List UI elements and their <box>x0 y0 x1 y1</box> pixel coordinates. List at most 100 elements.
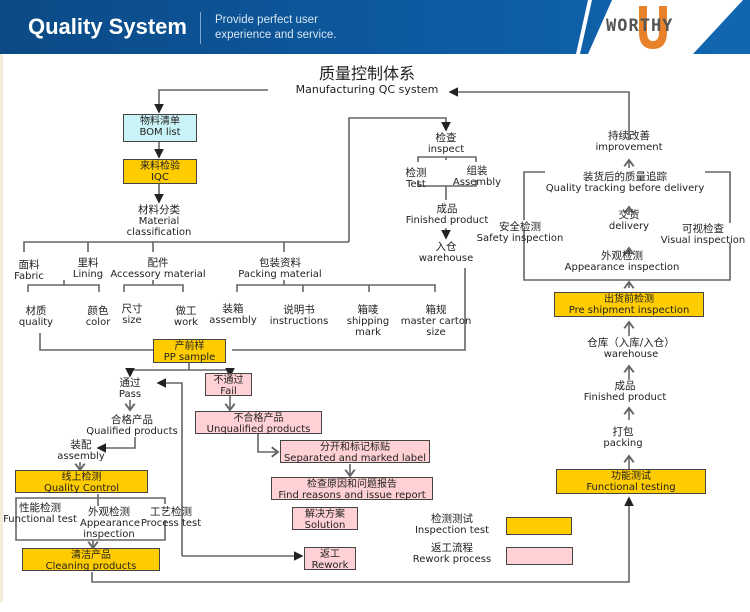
node-text: 装货后的质量追踪 <box>583 171 667 183</box>
node-text: Rework <box>311 560 349 571</box>
node-text: 检查原因和问题报告 <box>307 479 397 490</box>
node-text: shipping <box>346 316 390 327</box>
node-text: work <box>173 317 199 328</box>
line-improvement-title <box>448 87 630 140</box>
node-text: 成品 <box>436 203 458 215</box>
node-text: Pre shipment inspection <box>568 305 690 316</box>
node-text: Finished product <box>583 392 667 403</box>
node-text: Lining <box>72 269 104 280</box>
node-text: 检查 <box>435 132 457 144</box>
node-text: size <box>426 327 446 338</box>
node-text: Solution <box>304 520 346 531</box>
node-material-classification: 材料分类 Material classification <box>114 205 204 239</box>
node-text: 返工流程 <box>431 542 473 554</box>
node-text: 装配 <box>70 439 92 451</box>
node-text: improvement <box>595 142 663 153</box>
node-text: Unqualified products <box>206 424 311 435</box>
node-text: Fabric <box>14 271 44 282</box>
node-text: 面料 <box>18 259 40 271</box>
node-text: Functional test <box>3 514 77 525</box>
node-text: PP sample <box>163 352 216 363</box>
node-text: Rework process <box>412 554 492 565</box>
node-text: 解决方案 <box>305 509 345 520</box>
node-iqc: 来料检验 IQC <box>123 159 197 184</box>
node-text: Test <box>406 179 426 190</box>
node-text: Inspection test <box>414 525 490 536</box>
header-banner: Quality System Provide perfect user expe… <box>0 0 750 54</box>
node-text: color <box>85 317 111 328</box>
node-text: Cleaning products <box>45 561 137 572</box>
node-text: Separated and marked label <box>283 453 427 464</box>
node-text: 不合格产品 <box>233 413 284 424</box>
tagline-line2: experience and service. <box>215 29 337 41</box>
node-text: 装箱 <box>222 303 244 315</box>
node-text: 功能测试 <box>611 471 651 482</box>
node-text: Visual inspection <box>660 235 746 246</box>
page-title: Quality System <box>28 14 187 39</box>
node-text: 外观检测 <box>601 250 643 262</box>
node-text: 仓库（入库/入仓） <box>587 337 675 349</box>
node-text: 说明书 <box>283 304 315 316</box>
node-text: 做工 <box>175 305 197 317</box>
node-text: inspect <box>427 144 465 155</box>
legend-rework-process-swatch <box>506 547 573 565</box>
node-text: 箱规 <box>425 304 447 316</box>
header-tagline: Provide perfect user experience and serv… <box>215 13 336 43</box>
node-text: 打包 <box>612 426 634 438</box>
node-text: IQC <box>151 172 169 183</box>
node-text: 通过 <box>119 377 141 389</box>
node-text: Quality Control <box>43 483 120 494</box>
node-text: Quality tracking before delivery <box>545 183 705 194</box>
node-text: Fail <box>220 386 237 397</box>
node-text: 检测 <box>405 167 427 179</box>
left-edge-strip <box>0 54 3 602</box>
node-text: 分开和标记标贴 <box>320 442 390 453</box>
node-text: 成品 <box>614 380 636 392</box>
node-text: size <box>122 315 142 326</box>
diagram-title: 质量控制体系 Manufacturing QC system <box>295 64 439 96</box>
node-bom-list: 物料清单 BOM list <box>123 114 197 142</box>
node-text: classification <box>126 227 192 238</box>
node-text: 安全检测 <box>499 221 541 233</box>
node-text: 配件 <box>147 257 169 269</box>
node-text: 尺寸 <box>121 303 143 315</box>
node-text: quality <box>18 317 54 328</box>
node-text: 箱唛 <box>357 304 379 316</box>
node-text: 物料清单 <box>140 116 180 127</box>
node-text: 组装 <box>466 165 488 177</box>
node-text: 返工 <box>320 549 340 560</box>
header-divider <box>200 12 201 44</box>
node-text: warehouse <box>603 349 659 360</box>
worthy-u-logo-icon <box>639 6 667 49</box>
